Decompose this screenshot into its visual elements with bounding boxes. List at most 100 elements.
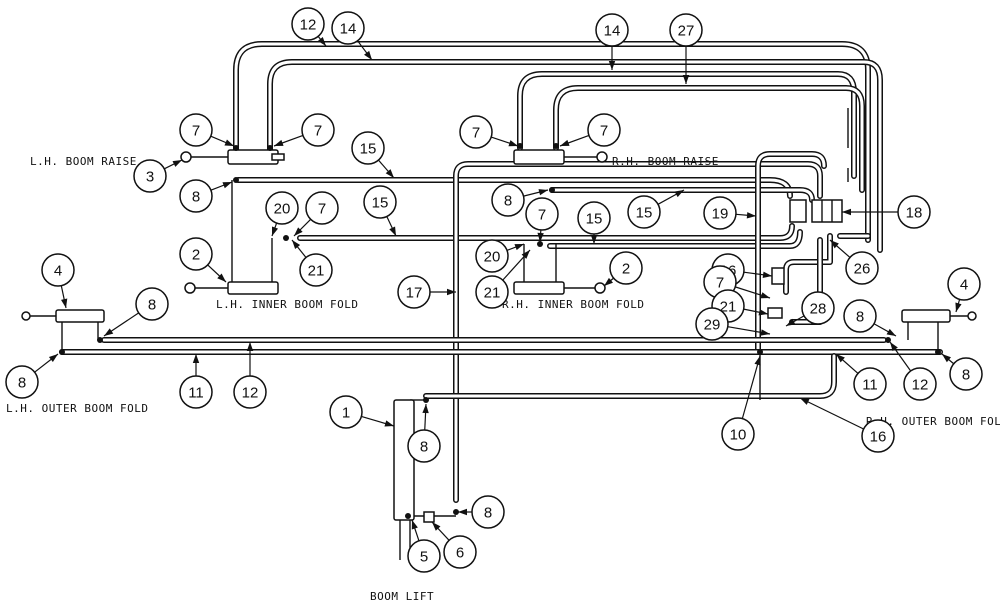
callout-circle (587, 113, 621, 147)
callout-8: 8 (491, 183, 549, 217)
callout-number: 16 (870, 429, 887, 446)
callout-8: 8 (103, 287, 169, 337)
callout-number: 12 (300, 17, 317, 34)
callout-8: 8 (179, 179, 233, 213)
callout-number: 7 (192, 123, 200, 140)
callout-number: 28 (810, 301, 827, 318)
leader-arrowhead (890, 342, 898, 352)
callout-circle (41, 253, 75, 287)
leader-arrowhead (48, 354, 58, 363)
callout-circle (299, 253, 333, 287)
leader-arrowhead (389, 226, 396, 236)
callout-21: 21 (291, 239, 333, 287)
leader-arrowhead (274, 139, 284, 146)
callout-21: 21 (475, 249, 531, 309)
callout-4: 4 (947, 267, 981, 313)
callout-circle (291, 7, 325, 41)
leader-arrowhead (830, 240, 839, 249)
leader-arrowhead (521, 250, 530, 259)
callout-number: 12 (912, 377, 929, 394)
callout-8: 8 (458, 495, 505, 529)
callout-circle (471, 495, 505, 529)
part-callouts: 1214142777773158815151918207715212202261… (5, 7, 983, 573)
callout-8: 8 (407, 403, 441, 463)
callout-circle (695, 307, 729, 341)
callout-circle (407, 429, 441, 463)
callout-circle (627, 195, 661, 229)
leader-arrowhead (537, 232, 544, 242)
callout-number: 15 (372, 195, 389, 212)
leader-line (741, 355, 761, 419)
callout-number: 8 (420, 439, 428, 456)
leader-arrowhead (760, 292, 770, 299)
callout-number: 20 (484, 249, 501, 266)
callout-circle (801, 291, 835, 325)
leader-arrowhead (786, 318, 796, 326)
label-rh-inner-boom-fold: R.H. INNER BOOM FOLD (502, 298, 644, 311)
callout-15: 15 (627, 189, 685, 229)
label-boom-lift: BOOM LIFT (370, 590, 434, 603)
callout-circle (5, 365, 39, 399)
callout-circle (491, 183, 525, 217)
callout-circle (609, 251, 643, 285)
callout-circle (233, 375, 267, 409)
callout-number: 27 (678, 23, 695, 40)
callout-number: 8 (856, 309, 864, 326)
callout-4: 4 (41, 253, 75, 309)
callout-number: 26 (854, 261, 871, 278)
callout-number: 15 (360, 141, 377, 158)
callout-circle (903, 367, 937, 401)
callout-circle (443, 535, 477, 569)
callout-14: 14 (595, 13, 629, 70)
callout-number: 8 (484, 505, 492, 522)
callout-15: 15 (351, 131, 395, 179)
callout-number: 21 (308, 263, 325, 280)
cylinders (21, 149, 977, 523)
callout-27: 27 (669, 13, 703, 84)
callout-12: 12 (889, 341, 937, 401)
callout-number: 8 (192, 189, 200, 206)
leader-arrowhead (886, 328, 896, 336)
leader-arrowhead (458, 508, 467, 516)
leader-arrowhead (222, 182, 232, 189)
callout-circle (135, 287, 169, 321)
leader-arrowhead (61, 298, 68, 308)
callout-16: 16 (799, 397, 895, 453)
callout-number: 11 (862, 377, 878, 394)
leader-arrowhead (754, 356, 761, 366)
leader-arrowhead (246, 342, 254, 351)
callout-circle (329, 395, 363, 429)
callout-circle (947, 267, 981, 301)
leader-arrowhead (800, 398, 810, 405)
callout-circle (179, 113, 213, 147)
callout-circle (845, 251, 879, 285)
callout-number: 29 (704, 317, 721, 334)
callout-number: 8 (504, 193, 512, 210)
callout-circle (595, 13, 629, 47)
callout-circle (853, 367, 887, 401)
callout-15: 15 (363, 185, 397, 237)
label-lh-inner-boom-fold: L.H. INNER BOOM FOLD (216, 298, 358, 311)
callout-number: 10 (730, 427, 747, 444)
callout-number: 15 (636, 205, 653, 222)
callout-circle (179, 179, 213, 213)
leader-arrowhead (364, 50, 372, 60)
leader-arrowhead (224, 139, 234, 146)
callout-circle (133, 159, 167, 193)
leader-arrowhead (447, 288, 456, 296)
callout-10: 10 (721, 355, 761, 451)
callout-number: 4 (960, 277, 968, 294)
leader-arrowhead (514, 244, 524, 251)
label-rh-boom-raise: R.H. BOOM RAISE (612, 155, 719, 168)
hose-lines (59, 41, 943, 503)
callout-circle (459, 115, 493, 149)
callout-circle (525, 197, 559, 231)
leader-arrowhead (836, 354, 845, 363)
leader-arrowhead (192, 354, 200, 363)
callout-number: 3 (146, 169, 154, 186)
callout-circle (301, 113, 335, 147)
leader-arrowhead (682, 75, 690, 84)
callout-number: 2 (622, 261, 630, 278)
label-lh-boom-raise: L.H. BOOM RAISE (30, 155, 137, 168)
